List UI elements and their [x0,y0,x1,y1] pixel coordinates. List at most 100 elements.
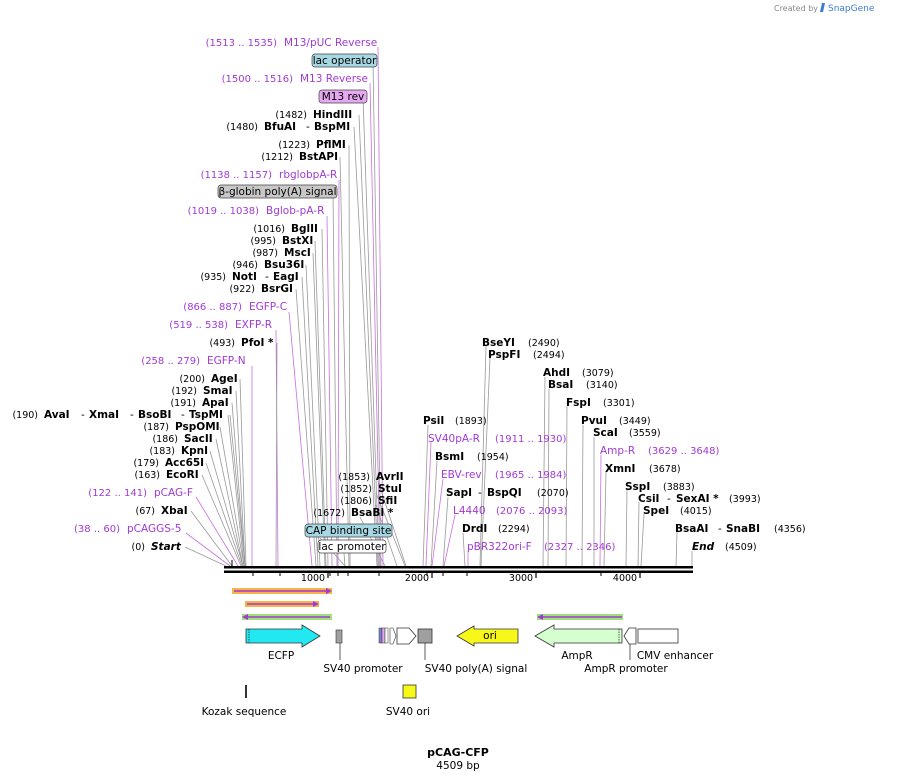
site-bfuai-bspmi[interactable]: (1480) BfuAI - BspMI [226,121,350,133]
primer-egfp-c[interactable]: (866 .. 887) EGFP-C [183,301,287,313]
svg-text:(122 .. 141): (122 .. 141) [88,488,147,499]
primer-egfp-n[interactable]: (258 .. 279) EGFP-N [141,355,245,367]
primer-exfp-r[interactable]: (519 .. 538) EXFP-R [169,319,272,331]
svg-text:(3883): (3883) [663,482,695,493]
site-bsai[interactable]: BsaI (3140) [548,379,618,391]
site-scai[interactable]: ScaI (3559) [593,427,661,439]
site-pspfi[interactable]: PspFI (2494) [488,349,565,361]
svg-text:SacII: SacII [184,433,213,445]
svg-text:SfiI: SfiI [378,495,397,507]
site-csii-sexai[interactable]: CsiI - SexAI * (3993) [638,493,761,505]
site-avrii[interactable]: (1853) AvrII [338,471,403,483]
svg-text:(186): (186) [152,434,178,445]
site-xbai[interactable]: (67) XbaI [135,505,187,517]
primer-m13-puc-reverse[interactable]: (1513 .. 1535) M13/pUC Reverse [206,37,378,49]
svg-text:(1223): (1223) [278,140,310,151]
primer-m13-reverse[interactable]: (1500 .. 1516) M13 Reverse [222,73,368,85]
site-hindiii[interactable]: (1482) HindIII [275,109,352,121]
site-smai[interactable]: (192) SmaI [171,385,232,397]
feature-beta-globin-polya[interactable]: β-globin poly(A) signal [217,184,338,199]
site-pflmi[interactable]: (1223) PflMI [278,139,345,151]
site-pvui[interactable]: PvuI (3449) [581,415,651,427]
svg-text:EcoRI: EcoRI [166,469,199,481]
site-bglii[interactable]: (1016) BglII [253,223,318,235]
site-bsmi[interactable]: BsmI (1954) [435,451,509,463]
site-spei[interactable]: SpeI (4015) [643,505,712,517]
tick-2000: 2000 [405,573,429,584]
site-sspi[interactable]: SspI (3883) [625,481,695,493]
feature-cmv-enhancer[interactable]: CMV enhancer [637,628,714,662]
primer-amp-r[interactable]: Amp-R (3629 .. 3648) [600,445,720,457]
primer-rbglobpa-r[interactable]: (1138 .. 1157) rbglobpA-R [201,169,338,181]
feature-ori[interactable]: ori [456,625,519,647]
primer-arrow-4[interactable] [537,614,623,620]
site-bsrgi[interactable]: (922) BsrGI [229,283,293,295]
site-sacii[interactable]: (186) SacII [152,433,212,445]
svg-text:CsiI: CsiI [638,493,659,505]
site-bsabi[interactable]: (1672) BsaBI * [313,507,393,519]
left-connectors [184,46,384,567]
feature-lac-promoter[interactable]: lac promoter [317,539,387,554]
svg-text:(1513 .. 1535): (1513 .. 1535) [206,38,278,49]
feature-sv40-ori[interactable]: SV40 ori [386,684,430,718]
site-agei[interactable]: (200) AgeI [179,373,237,385]
site-noti-eagi[interactable]: (935) NotI - EagI [200,271,298,283]
svg-text:EGFP-N: EGFP-N [207,355,246,367]
primer-bglob-pa-r[interactable]: (1019 .. 1038) Bglob-pA-R [188,205,325,217]
primer-pcaggs-5[interactable]: (38 .. 60) pCAGGS-5 [74,523,181,535]
svg-text:BsmI: BsmI [435,451,464,463]
feature-kozak[interactable]: Kozak sequence [202,685,287,718]
primer-ebv-rev[interactable]: EBV-rev (1965 .. 1984) [441,469,567,481]
feature-lac-cluster[interactable] [378,627,417,645]
primer-arrow-3[interactable] [242,614,332,620]
site-pspomi[interactable]: (187) PspOMI [143,421,219,433]
primer-pcag-f[interactable]: (122 .. 141) pCAG-F [88,487,193,499]
site-ahdi[interactable]: AhdI (3079) [543,367,614,379]
svg-text:M13 rev: M13 rev [322,91,365,103]
site-bsu36i[interactable]: (946) Bsu36I [232,259,304,271]
svg-text:(935): (935) [200,272,226,283]
site-sapi-bspqi[interactable]: SapI - BspQI (2070) [446,487,569,499]
primer-pbr322ori-f[interactable]: pBR322ori-F (2327 .. 2346) [467,541,616,553]
svg-text:(1954): (1954) [477,452,509,463]
site-msci[interactable]: (987) MscI [252,247,310,259]
site-xmni[interactable]: XmnI (3678) [605,463,681,475]
svg-text:(183): (183) [149,446,175,457]
feature-m13-rev[interactable]: M13 rev [318,89,368,104]
site-bstxi[interactable]: (995) BstXI [250,235,313,247]
svg-text:SspI: SspI [625,481,650,493]
feature-lac-operator[interactable]: lac operator [311,53,378,68]
svg-text:(3301): (3301) [603,398,635,409]
feature-cap-binding-site[interactable]: CAP binding site [304,523,393,538]
svg-text:(922): (922) [229,284,255,295]
primer-sv40pa-r[interactable]: SV40pA-R (1911 .. 1930) [428,433,567,445]
site-acc65i[interactable]: (179) Acc65I [133,457,204,469]
svg-text:BsaAI: BsaAI [675,523,708,535]
svg-text:(258 .. 279): (258 .. 279) [141,356,200,367]
site-pfoi[interactable]: (493) PfoI * [209,337,274,349]
svg-text:PsiI: PsiI [423,415,444,427]
svg-text:SexAI *: SexAI * [676,493,719,505]
site-kpni[interactable]: (183) KpnI [149,445,208,457]
site-avai-group[interactable]: (190) AvaI - XmaI - BsoBI - TspMI [12,409,222,421]
feature-sv40-polya-mark[interactable] [417,628,433,660]
feature-ampr[interactable]: AmpR [534,624,623,662]
svg-text:pCAGGS-5: pCAGGS-5 [127,523,181,535]
site-stui[interactable]: (1852) StuI [340,483,402,495]
feature-sv40-promoter-mark[interactable] [335,629,343,660]
primer-l4440[interactable]: L4440 (2076 .. 2093) [453,505,568,517]
primer-arrow-2[interactable] [245,601,319,607]
site-sfii[interactable]: (1806) SfiI [340,495,397,507]
site-bsaai-snabi[interactable]: BsaAI - SnaBI (4356) [675,523,806,535]
site-bseyi[interactable]: BseYI (2490) [482,337,560,349]
primer-arrow-1[interactable] [232,588,332,594]
site-bstapi[interactable]: (1212) BstAPI [261,151,338,163]
site-ecori[interactable]: (163) EcoRI [134,469,198,481]
feature-ampr-promoter[interactable]: AmpR promoter [584,627,668,675]
site-psii[interactable]: PsiI (1893) [423,415,487,427]
feature-ecfp[interactable]: ECFP [245,624,321,662]
site-fspi[interactable]: FspI (3301) [566,397,635,409]
site-drdi[interactable]: DrdI (2294) [462,523,530,535]
site-apai[interactable]: (191) ApaI [170,397,228,409]
label-sv40-polya: SV40 poly(A) signal [425,663,528,675]
